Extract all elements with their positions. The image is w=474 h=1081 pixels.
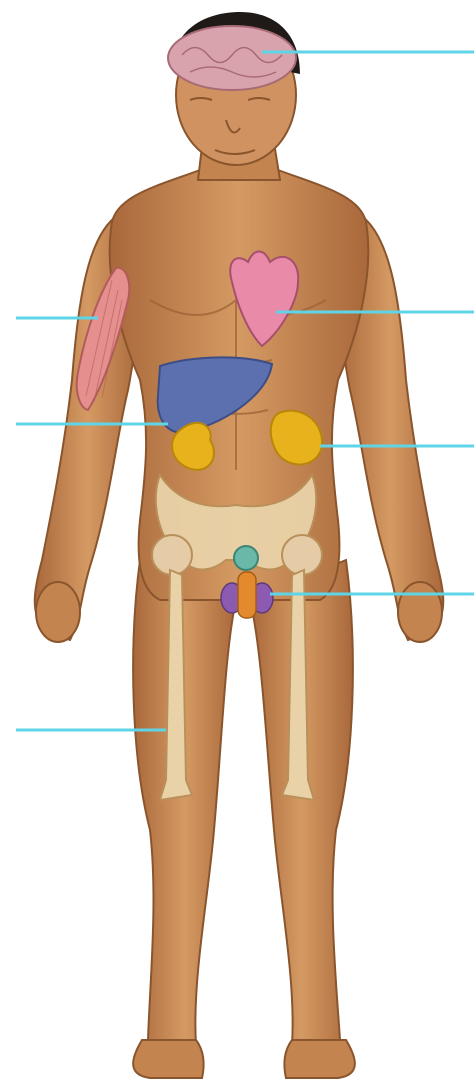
right-hip-joint [282,535,322,575]
brain [168,26,296,90]
right-foot [284,1040,354,1078]
left-hand [36,582,80,642]
right-hand [398,582,442,642]
left-foot [133,1040,203,1078]
reproductive-organ [238,572,256,618]
left-leg [133,560,236,1068]
left-hip-joint [152,535,192,575]
skeleton [152,475,322,800]
bladder [234,546,258,570]
